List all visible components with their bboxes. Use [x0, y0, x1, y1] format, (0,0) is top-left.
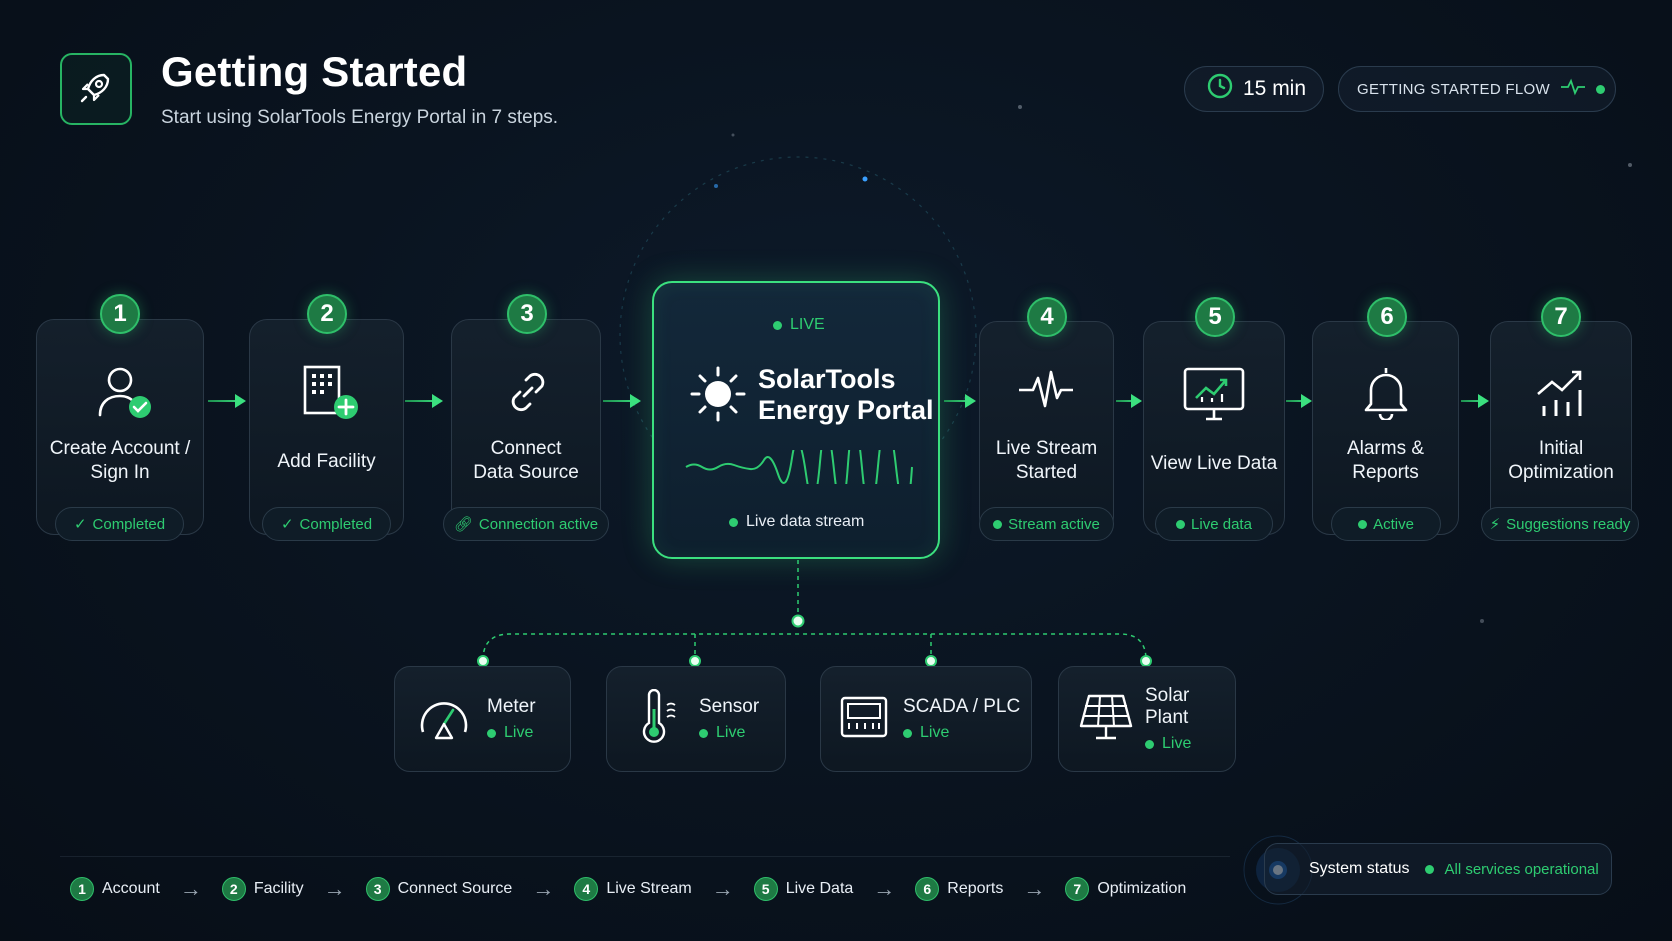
step-card-alarms-reports[interactable]: [1312, 321, 1459, 535]
step-status-badge: Live data: [1155, 507, 1273, 541]
clock-icon: [1207, 73, 1233, 105]
pulse-icon: [1017, 368, 1075, 417]
arrow-right-icon: →: [1023, 876, 1046, 901]
building-add-icon: [302, 364, 360, 427]
bell-icon: [1361, 364, 1411, 425]
arrow-right-icon: →: [323, 876, 346, 901]
flow-arrow: [405, 394, 443, 408]
step-number: 4: [1027, 297, 1067, 337]
step-card-view-live-data[interactable]: [1143, 321, 1285, 535]
source-name: Solar Plant: [1145, 685, 1190, 728]
duration-label: 15 min: [1243, 77, 1307, 100]
step-number: 7: [1541, 297, 1581, 337]
flow-status-dot: [1595, 84, 1605, 94]
step-label: View Live Data: [1150, 453, 1278, 474]
trend-up-icon: [1534, 364, 1588, 425]
flow-arrow: [1461, 394, 1489, 408]
arrow-right-icon: →: [179, 876, 202, 901]
source-name: SCADA / PLC: [903, 696, 1021, 717]
source-status: Live: [1145, 735, 1235, 753]
source-card-meter[interactable]: Meter Live: [394, 666, 571, 772]
flow-arrow: [944, 394, 976, 408]
page-title: Getting Started: [161, 48, 468, 95]
source-status: Live: [487, 724, 536, 742]
step-status-badge: Active: [1331, 507, 1441, 541]
flow-arrow: [1286, 394, 1312, 408]
flow-arrow: [1116, 394, 1142, 408]
step-number: 5: [1195, 297, 1235, 337]
check-icon: ✓: [73, 516, 87, 533]
source-card-solar-plant[interactable]: Solar Plant Live: [1058, 666, 1236, 772]
step-number: 2: [307, 294, 347, 334]
source-status: Live: [699, 724, 759, 742]
step-card-live-stream[interactable]: [979, 321, 1114, 535]
step-number: 3: [507, 294, 547, 334]
monitor-chart-icon: [1182, 366, 1246, 429]
check-icon: ✓: [280, 516, 294, 533]
thermometer-icon: [641, 688, 681, 750]
live-indicator: LIVE: [773, 316, 825, 334]
flow-arrow: [208, 394, 246, 408]
bottom-divider: [60, 856, 1230, 857]
source-name: Meter: [487, 696, 536, 717]
plc-icon: [839, 695, 889, 744]
pulse-icon: [1560, 78, 1586, 100]
user-check-icon: [96, 365, 154, 426]
system-status-label: System status: [1309, 860, 1410, 877]
bolt-icon: ⚡︎: [1489, 516, 1501, 533]
solar-panel-icon: [1079, 692, 1133, 747]
step-status-badge: ✓Completed: [262, 507, 391, 541]
waveform-icon: [684, 421, 914, 513]
source-card-sensor[interactable]: Sensor Live: [606, 666, 786, 772]
step-status-badge: Stream active: [979, 507, 1114, 541]
step-status-badge: 🔗︎Connection active: [443, 507, 609, 541]
step-card-add-facility[interactable]: [249, 319, 404, 535]
step-card-create-account[interactable]: [36, 319, 204, 535]
arrow-right-icon: →: [873, 876, 896, 901]
portal-stream-label: Live data stream: [729, 513, 864, 531]
step-number: 1: [100, 294, 140, 334]
step-status-badge: ✓Completed: [55, 507, 184, 541]
source-status: Live: [903, 724, 1020, 742]
rocket-icon: [76, 67, 116, 112]
arrow-right-icon: →: [711, 876, 734, 901]
gauge-icon: [417, 692, 471, 747]
link-icon: [502, 366, 554, 423]
step-label: Add Facility: [277, 451, 376, 472]
system-status-value: All services operational: [1444, 860, 1599, 878]
duration-pill: 15 min: [1184, 66, 1324, 112]
flow-label: GETTING STARTED FLOW: [1357, 80, 1550, 98]
source-name: Sensor: [699, 696, 760, 717]
sun-icon: [686, 362, 750, 431]
source-card-scada-plc[interactable]: SCADA / PLC Live: [820, 666, 1032, 772]
system-status-pill: System status All services operational: [1264, 843, 1612, 895]
step-label: Alarms &Reports: [1346, 438, 1425, 483]
status-dot: [1425, 864, 1435, 874]
step-number: 6: [1367, 297, 1407, 337]
link-icon: 🔗︎: [453, 516, 473, 533]
portal-card[interactable]: [652, 281, 940, 559]
page-subtitle: Start using SolarTools Energy Portal in …: [161, 107, 559, 128]
arrow-right-icon: →: [532, 876, 555, 901]
step-label: Create Account /Sign In: [49, 438, 191, 483]
step-card-initial-optimization[interactable]: [1490, 321, 1632, 535]
flow-pill: GETTING STARTED FLOW: [1338, 66, 1616, 112]
step-status-badge: ⚡︎Suggestions ready: [1481, 507, 1639, 541]
step-card-connect-data-source[interactable]: [451, 319, 601, 535]
flow-arrow: [603, 394, 641, 408]
app-logo: [60, 53, 132, 125]
